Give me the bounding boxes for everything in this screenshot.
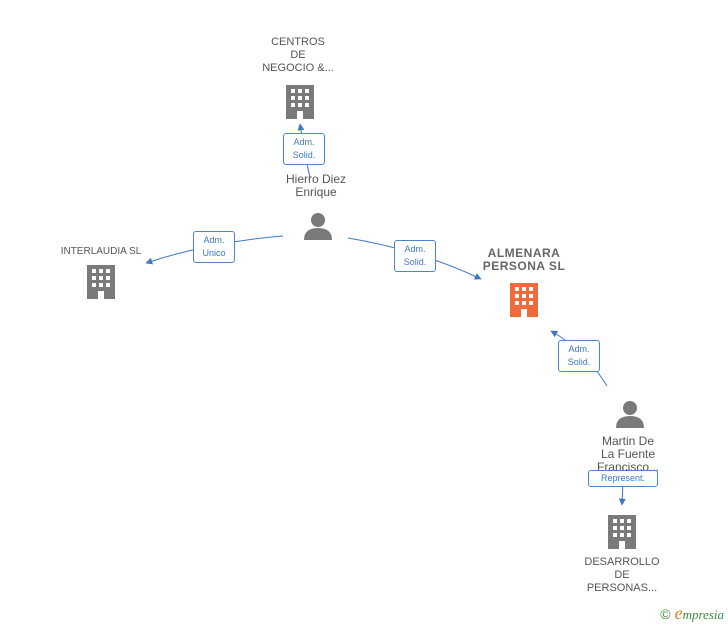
edge-label-hierro-centros[interactable]: Adm. Solid. xyxy=(283,133,325,165)
node-label-interlaudia[interactable]: INTERLAUDIA SL xyxy=(60,246,142,257)
building-icon[interactable] xyxy=(286,85,314,119)
edge-label-martin-desarrollo[interactable]: Represent. xyxy=(588,470,658,487)
brand-logo-text: mpresia xyxy=(682,607,724,622)
edge-label-hierro-almenara[interactable]: Adm. Solid. xyxy=(394,240,436,272)
node-label-martin[interactable]: Martin De La Fuente Francisco... xyxy=(596,434,659,474)
brand-footer: ©empresia xyxy=(660,603,724,624)
person-icon[interactable] xyxy=(304,213,332,240)
edge-label-hierro-interlaudia[interactable]: Adm. Unico xyxy=(193,231,235,263)
node-label-desarrollo[interactable]: DESARROLLO DE PERSONAS... xyxy=(584,556,660,594)
node-label-centros[interactable]: CENTROS DE NEGOCIO &... xyxy=(262,36,334,74)
building-icon[interactable] xyxy=(608,515,636,549)
node-label-almenara[interactable]: ALMENARA PERSONA SL xyxy=(482,246,566,273)
building-icon[interactable] xyxy=(510,283,538,317)
edge-label-martin-almenara[interactable]: Adm. Solid. xyxy=(558,340,600,372)
node-label-hierro[interactable]: Hierro Diez Enrique xyxy=(285,172,346,199)
copyright-symbol: © xyxy=(660,606,671,622)
brand-logo-initial: e xyxy=(674,603,683,623)
person-icon[interactable] xyxy=(616,401,644,428)
building-icon[interactable] xyxy=(87,265,115,299)
